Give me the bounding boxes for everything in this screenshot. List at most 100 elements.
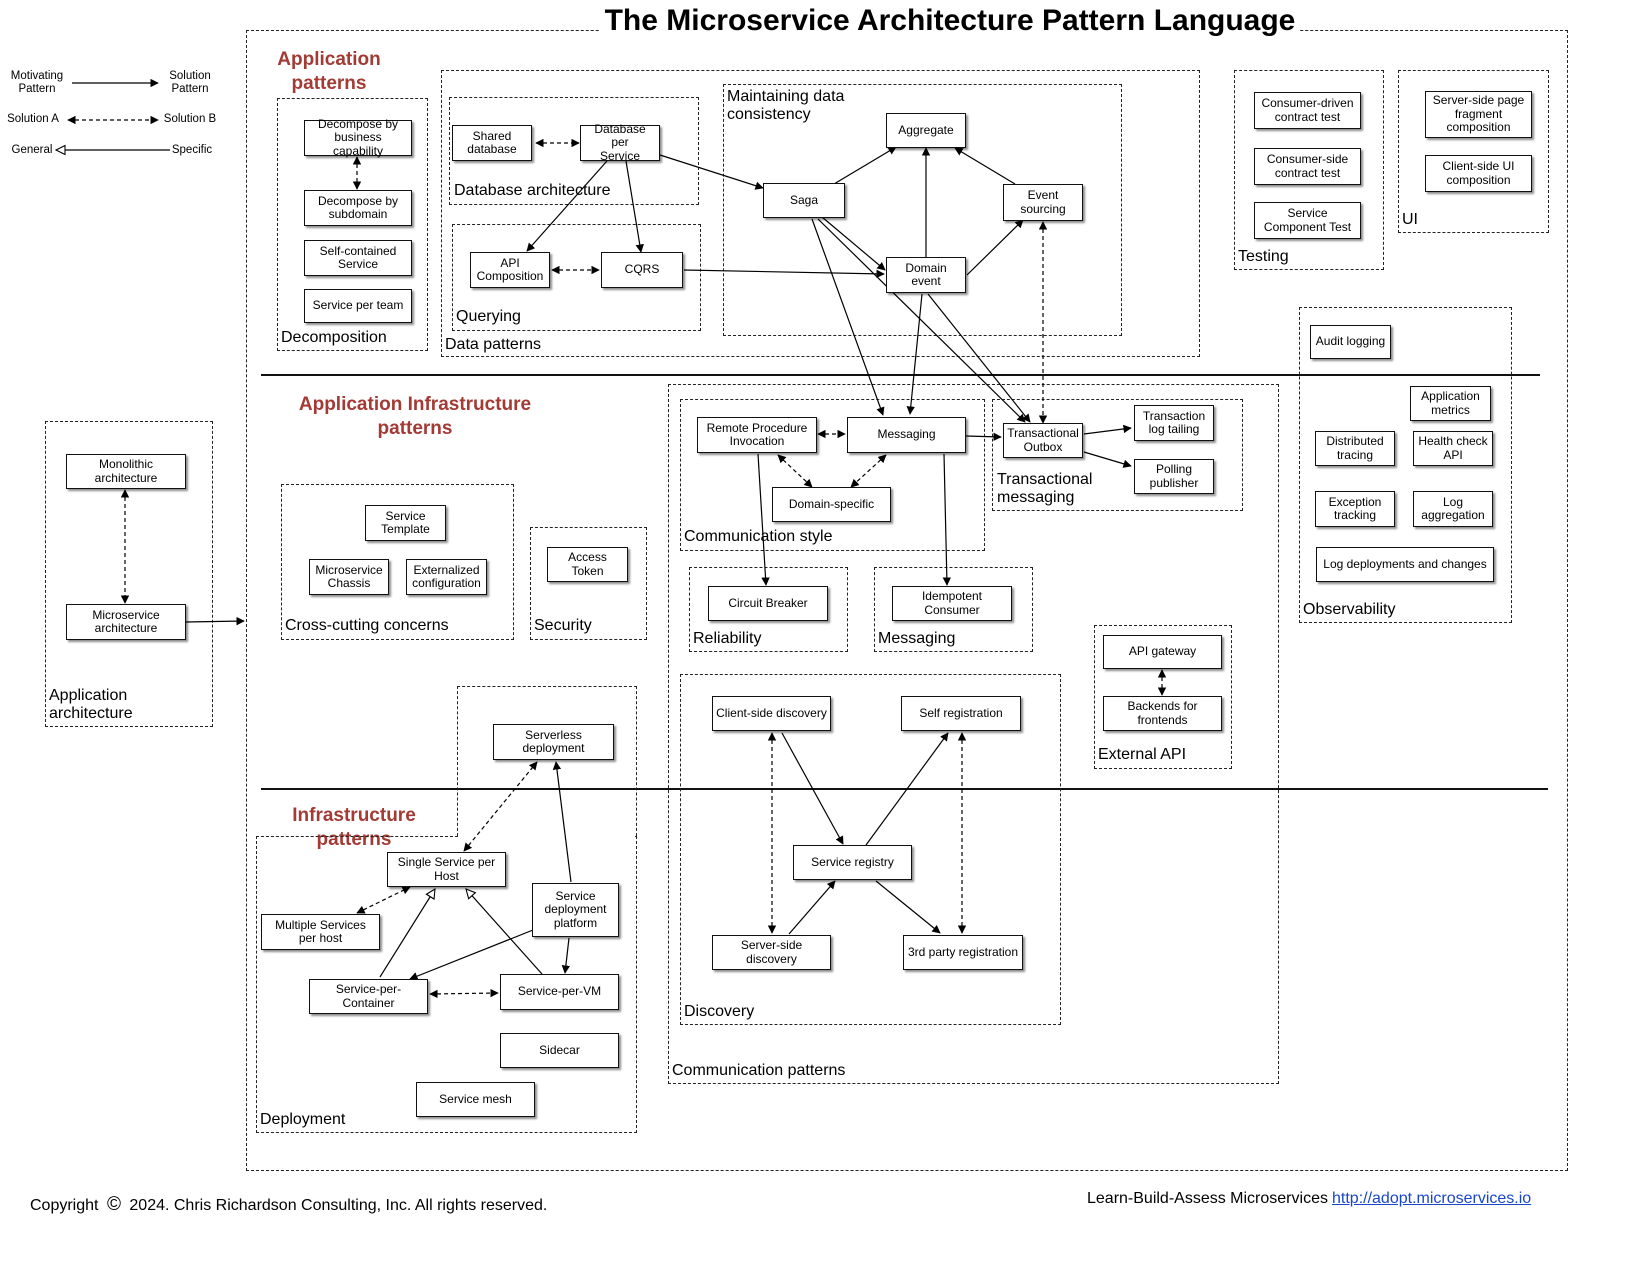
edge-messaging-domain-specific — [850, 454, 887, 488]
footer-tagline: Learn-Build-Assess Microservices — [1087, 1190, 1328, 1207]
group-label-security: Security — [534, 617, 592, 634]
pattern-3rd-party-registration[interactable]: 3rd party registration — [903, 935, 1023, 970]
pattern-domain-specific[interactable]: Domain-specific — [772, 487, 891, 522]
legend-specific: Specific — [171, 144, 213, 156]
group-deployment — [256, 836, 637, 1133]
legend-motivating: Motivating Pattern — [10, 70, 64, 95]
group-reliability — [689, 567, 848, 652]
pattern-api-composition[interactable]: API Composition — [470, 252, 550, 288]
pattern-serverless-deployment[interactable]: Serverless deployment — [493, 724, 614, 760]
group-label-application-architecture: Application architecture — [49, 687, 133, 722]
pattern-service-deployment-platform[interactable]: Service deployment platform — [532, 883, 619, 937]
group-observability — [1299, 307, 1512, 623]
pattern-log-aggregation[interactable]: Log aggregation — [1413, 491, 1493, 527]
pattern-server-side-page-fragment-composition[interactable]: Server-side page fragment composition — [1425, 91, 1532, 138]
pattern-audit-logging[interactable]: Audit logging — [1310, 325, 1391, 359]
pattern-multiple-services-per-host[interactable]: Multiple Services per host — [261, 914, 380, 950]
pattern-service-per-container[interactable]: Service-per- Container — [309, 979, 428, 1014]
edge-platform-vm — [561, 937, 571, 974]
edge-saga-domain-event — [821, 216, 886, 271]
pattern-database-per-service[interactable]: Database per Service — [580, 122, 660, 163]
pattern-messaging[interactable]: Messaging — [847, 417, 966, 453]
separator-application — [261, 374, 1540, 376]
edge-server-disc-registry — [788, 880, 836, 935]
edge-platform-container — [409, 929, 534, 981]
pattern-distributed-tracing[interactable]: Distributed tracing — [1315, 431, 1395, 466]
group-label-cross-cutting-concerns: Cross-cutting concerns — [285, 617, 449, 634]
pattern-service-registry[interactable]: Service registry — [793, 845, 912, 880]
pattern-shared-database[interactable]: Shared database — [452, 125, 532, 161]
group-querying — [452, 224, 701, 331]
group-label-data-patterns: Data patterns — [445, 336, 542, 353]
pattern-server-side-discovery[interactable]: Server-side discovery — [712, 935, 831, 970]
pattern-self-registration[interactable]: Self registration — [901, 696, 1021, 731]
pattern-domain-event[interactable]: Domain event — [886, 257, 966, 293]
edge-rpi-circuit-breaker — [757, 453, 770, 586]
group-label-ui: UI — [1402, 211, 1418, 228]
pattern-self-contained-service[interactable]: Self-contained Service — [304, 240, 412, 276]
pattern-externalized-configuration[interactable]: Externalized configuration — [406, 559, 487, 595]
group-label-communication-patterns: Communication patterns — [672, 1062, 846, 1079]
edge-domain-event-event-sourcing — [966, 219, 1024, 276]
group-label-decomposition: Decomposition — [281, 329, 387, 346]
pattern-backends-for-frontends[interactable]: Backends for frontends — [1103, 696, 1222, 731]
group-label-transactional-messaging: Transactional messaging — [997, 471, 1093, 506]
edge-vm-single — [466, 889, 543, 975]
group-cross-cutting-concerns — [281, 484, 514, 640]
edge-container-single — [379, 889, 435, 978]
pattern-api-gateway[interactable]: API gateway — [1103, 635, 1222, 669]
copyright-label: Copyright — [30, 1197, 99, 1214]
pattern-polling-publisher[interactable]: Polling publisher — [1134, 459, 1214, 494]
pattern-sidecar[interactable]: Sidecar — [500, 1033, 619, 1068]
pattern-transactional-outbox[interactable]: Transactional Outbox — [1003, 423, 1083, 458]
pattern-microservice-chassis[interactable]: Microservice Chassis — [309, 559, 389, 595]
edge-messaging-outbox — [965, 432, 1002, 441]
pattern-decompose-by-business-capability[interactable]: Decompose by business capability — [304, 117, 412, 158]
pattern-service-per-team[interactable]: Service per team — [304, 289, 412, 323]
deployment-join-mask — [458, 833, 635, 839]
edge-registry-self-reg — [865, 732, 949, 846]
pattern-cqrs[interactable]: CQRS — [601, 252, 683, 288]
copyright-text: 2024. Chris Richardson Consulting, Inc. … — [129, 1197, 548, 1214]
pattern-decompose-by-subdomain[interactable]: Decompose by subdomain — [304, 190, 412, 226]
pattern-remote-procedure-invocation[interactable]: Remote Procedure Invocation — [697, 417, 817, 453]
pattern-exception-tracking[interactable]: Exception tracking — [1315, 491, 1395, 527]
group-label-messaging: Messaging — [878, 630, 956, 647]
edge-dbps-cqrs — [625, 160, 644, 253]
pattern-saga[interactable]: Saga — [763, 183, 845, 218]
pattern-transaction-log-tailing[interactable]: Transaction log tailing — [1134, 405, 1214, 441]
group-transactional-messaging — [992, 399, 1243, 511]
edge-event-sourcing-aggregate — [954, 147, 1016, 185]
edge-saga-outbox — [817, 218, 1026, 423]
group-label-observability: Observability — [1303, 601, 1396, 618]
pattern-service-mesh[interactable]: Service mesh — [416, 1082, 535, 1117]
pattern-log-deployments-and-changes[interactable]: Log deployments and changes — [1316, 547, 1494, 582]
pattern-client-side-ui-composition[interactable]: Client-side UI composition — [1425, 155, 1532, 192]
pattern-client-side-discovery[interactable]: Client-side discovery — [712, 696, 831, 731]
pattern-service-component-test[interactable]: Service Component Test — [1254, 202, 1361, 239]
pattern-aggregate[interactable]: Aggregate — [886, 113, 966, 148]
pattern-health-check-api[interactable]: Health check API — [1413, 431, 1493, 466]
pattern-single-service-per-host[interactable]: Single Service per Host — [387, 852, 506, 887]
pattern-microservice-architecture[interactable]: Microservice architecture — [66, 604, 186, 640]
pattern-monolithic-architecture[interactable]: Monolithic architecture — [66, 454, 186, 489]
group-label-external-api: External API — [1098, 746, 1187, 763]
pattern-idempotent-consumer[interactable]: Idempotent Consumer — [892, 586, 1012, 621]
pattern-consumer-driven-contract-test[interactable]: Consumer-driven contract test — [1254, 92, 1361, 129]
pattern-access-token[interactable]: Access Token — [547, 547, 628, 582]
group-data-patterns — [441, 70, 1200, 357]
pattern-application-metrics[interactable]: Application metrics — [1410, 386, 1491, 421]
pattern-consumer-side-contract-test[interactable]: Consumer-side contract test — [1254, 148, 1361, 185]
group-testing — [1234, 70, 1384, 270]
pattern-event-sourcing[interactable]: Event sourcing — [1003, 184, 1083, 221]
footer-link[interactable]: http://adopt.microservices.io — [1332, 1190, 1532, 1207]
group-serverless-region — [457, 686, 637, 836]
edge-saga-messaging — [811, 218, 885, 416]
pattern-service-per-vm[interactable]: Service-per-VM — [500, 974, 619, 1010]
group-label-communication-style: Communication style — [684, 528, 833, 545]
pattern-service-template[interactable]: Service Template — [365, 505, 446, 541]
pattern-circuit-breaker[interactable]: Circuit Breaker — [708, 586, 828, 621]
edge-single-serverless — [463, 761, 538, 852]
group-messaging — [874, 567, 1033, 652]
